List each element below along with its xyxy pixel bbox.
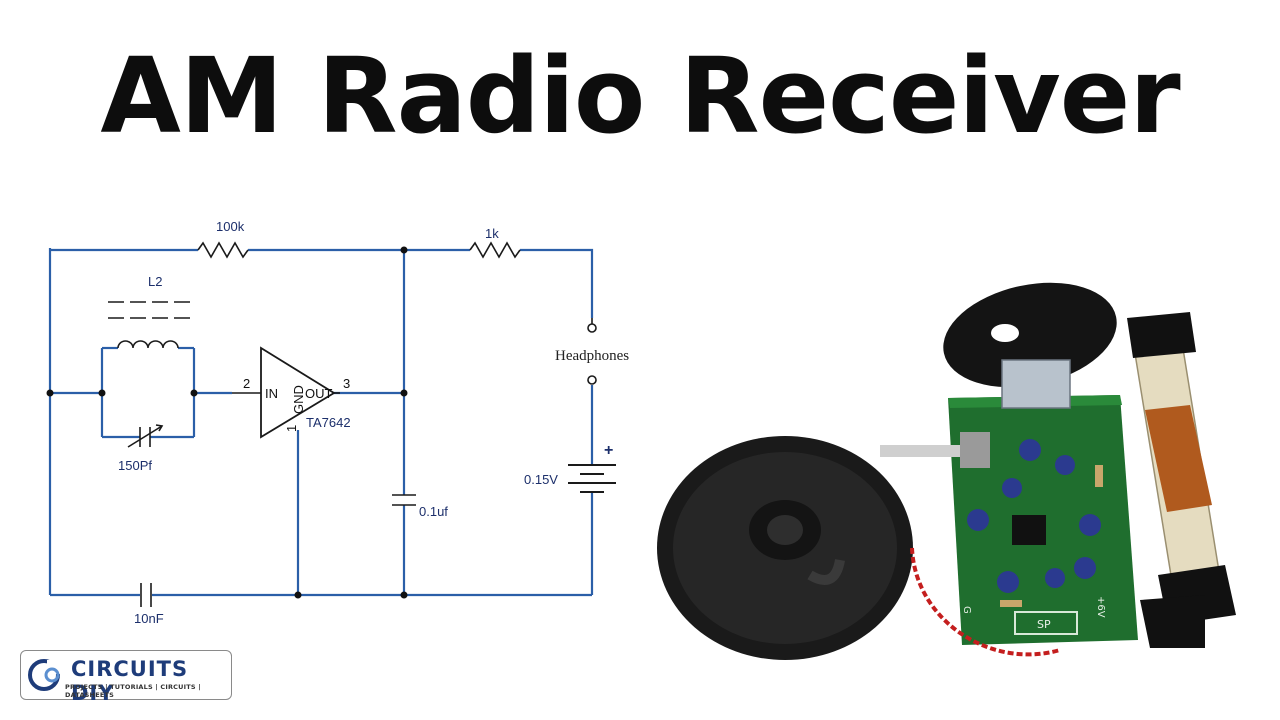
capacitor [1002,478,1022,498]
v-silkscreen-label: +6V [1095,596,1106,618]
decoupling-capacitor [392,494,416,506]
ic-chip [1012,515,1046,545]
pin-in-label: IN [265,386,278,401]
resistor-100k [197,241,249,259]
inductor-l2 [108,301,194,349]
resistor-100k-label: 100k [216,219,245,234]
logo-name: CIRCUITS DIY [71,657,189,705]
g-silkscreen-label: G [961,606,972,614]
variable-capacitor [127,424,164,448]
battery-plus-label: + [604,442,613,459]
inductor-label: L2 [148,274,162,289]
ic-name-label: TA7642 [306,415,351,430]
var-cap-label: 150Pf [118,458,152,473]
pin-in-number: 2 [243,376,250,391]
capacitor [997,571,1019,593]
circuits-diy-logo[interactable]: CIRCUITS DIY PROJECTS | TUTORIALS | CIRC… [20,650,232,705]
pin-out-label: OUT [305,386,333,401]
coupling-cap-label: 10nF [134,611,164,626]
speaker [657,436,913,660]
resistor-1k-label: 1k [485,226,499,241]
capacitor [967,509,989,531]
resistor [1000,600,1022,607]
logo-mark-icon [28,659,61,691]
schematic-nodes [46,246,408,599]
volume-potentiometer [960,432,990,468]
headphone-terminals [587,318,597,385]
resistor-1k [469,241,521,259]
decoupling-cap-label: 0.1uf [419,504,448,519]
capacitor [1019,439,1041,461]
capacitor [1045,568,1065,588]
pin-gnd-label: GND [291,385,306,414]
sp-silkscreen-box [1014,611,1078,635]
page-title: AM Radio Receiver [100,35,1180,157]
tuning-capacitor [1001,359,1071,409]
capacitor [1055,455,1075,475]
pin-out-number: 3 [343,376,350,391]
coupling-capacitor [140,583,152,607]
ferrite-antenna [1127,312,1236,648]
resistor [1095,465,1103,487]
capacitor [1079,514,1101,536]
potentiometer-shaft [880,445,960,457]
speaker-wire [910,547,1061,657]
battery-label: 0.15V [524,472,558,487]
headphones-label: Headphones [555,348,629,364]
tuning-knob [943,282,1117,388]
pcb-board: SP +6V G [880,359,1138,645]
logo-tagline: PROJECTS | TUTORIALS | CIRCUITS | DATASH… [65,683,201,699]
battery [568,464,616,493]
ic-ta7642 [232,346,340,439]
capacitor [1074,557,1096,579]
sp-silkscreen-label: SP [1037,618,1051,631]
pin-gnd-number: 1 [284,425,299,432]
